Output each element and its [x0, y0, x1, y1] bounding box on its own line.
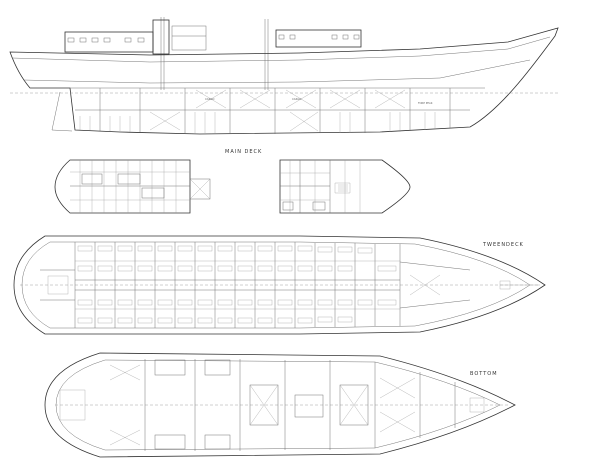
- main-deck-hatch: [189, 178, 211, 200]
- bottom-plan: BOTTOM: [44, 352, 516, 458]
- bottom-bulkheads: [144, 359, 456, 451]
- aft-deckhouse: [64, 19, 207, 55]
- tweendeck-cabins: [74, 242, 401, 328]
- main-deck-aft-outline: [54, 159, 191, 214]
- side-bulkheads: [99, 88, 451, 134]
- svg-text:CARGO: CARGO: [205, 97, 214, 101]
- hull-side-outline: [9, 27, 559, 135]
- tweendeck-plan: TWEENDECK: [13, 235, 546, 335]
- main-deck-forward-outline: [279, 159, 411, 214]
- svg-text:FORE PEAK: FORE PEAK: [418, 101, 433, 105]
- tweendeck-label: TWEENDECK: [482, 242, 524, 248]
- side-hold-bracing: [149, 89, 406, 132]
- main-deck-label: MAIN DECK: [225, 149, 262, 155]
- bottom-hull-outline: [44, 352, 516, 458]
- side-elevation: CARGO CARGO FORE PEAK: [9, 17, 560, 135]
- bottom-label: BOTTOM: [470, 371, 498, 377]
- forward-deckhouse: [275, 29, 362, 48]
- svg-text:CARGO: CARGO: [292, 97, 301, 101]
- tweendeck-hull-outline: [13, 235, 546, 335]
- main-deck-plan: MAIN DECK: [54, 149, 411, 214]
